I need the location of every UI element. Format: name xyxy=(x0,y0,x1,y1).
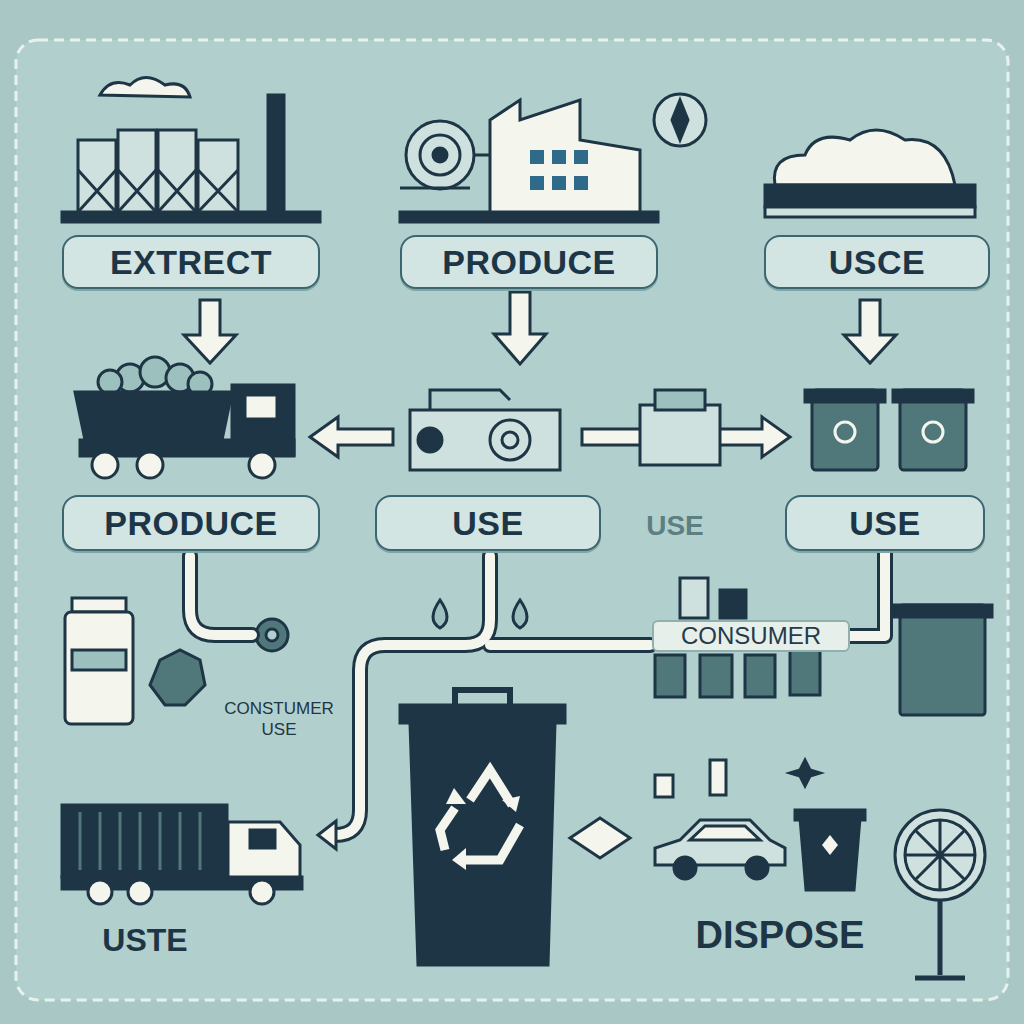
caption-label: USE xyxy=(640,508,710,543)
caption-label: CONSTUMER USE xyxy=(212,698,346,741)
stage-pill: PRODUCE xyxy=(62,495,320,551)
panel xyxy=(16,40,1008,1000)
stage-pill: USE xyxy=(375,495,601,551)
stage-label: CONSUMER xyxy=(681,622,821,650)
stage-pill: PRODUCE xyxy=(400,235,658,289)
consumer-box: CONSUMER xyxy=(652,620,850,652)
stage-label: USE xyxy=(849,504,920,543)
stage-pill: EXTRECT xyxy=(62,235,320,289)
caption-label: DISPOSE xyxy=(660,912,900,960)
stage-label: USE xyxy=(452,504,523,543)
stage-label: USCE xyxy=(829,243,925,282)
caption-label: USTE xyxy=(70,920,220,960)
stage-label: PRODUCE xyxy=(442,243,616,282)
sketch-art xyxy=(62,78,992,979)
stage-pill: USCE xyxy=(764,235,990,289)
stage-label: EXTRECT xyxy=(110,243,272,282)
stage-pill: USE xyxy=(785,495,985,551)
stage-label: PRODUCE xyxy=(104,504,278,543)
pipe-connector xyxy=(850,551,885,636)
